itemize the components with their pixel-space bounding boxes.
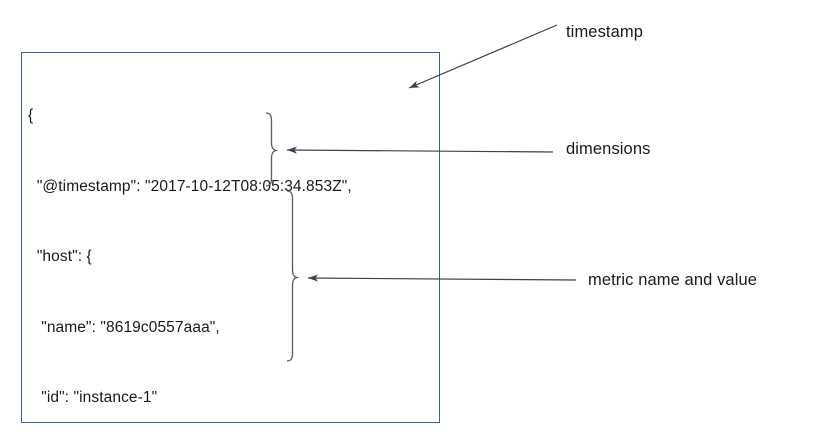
json-code-listing: { "@timestamp": "2017-10-12T08:05:34.853… bbox=[28, 57, 428, 437]
json-line-host-name: "name": "8619c0557aaa", bbox=[28, 318, 220, 336]
json-line: { bbox=[28, 107, 34, 124]
annotation-label-dimensions: dimensions bbox=[566, 140, 651, 158]
json-document-box bbox=[21, 52, 440, 423]
annotation-label-timestamp: timestamp bbox=[566, 23, 644, 41]
json-line-host-open: "host": { bbox=[28, 248, 92, 265]
json-line-host-id: "id": "instance-1" bbox=[28, 389, 158, 406]
json-line-timestamp: "@timestamp": "2017-10-12T08:05:34.853Z"… bbox=[28, 177, 352, 195]
annotation-label-metric: metric name and value bbox=[588, 271, 758, 289]
